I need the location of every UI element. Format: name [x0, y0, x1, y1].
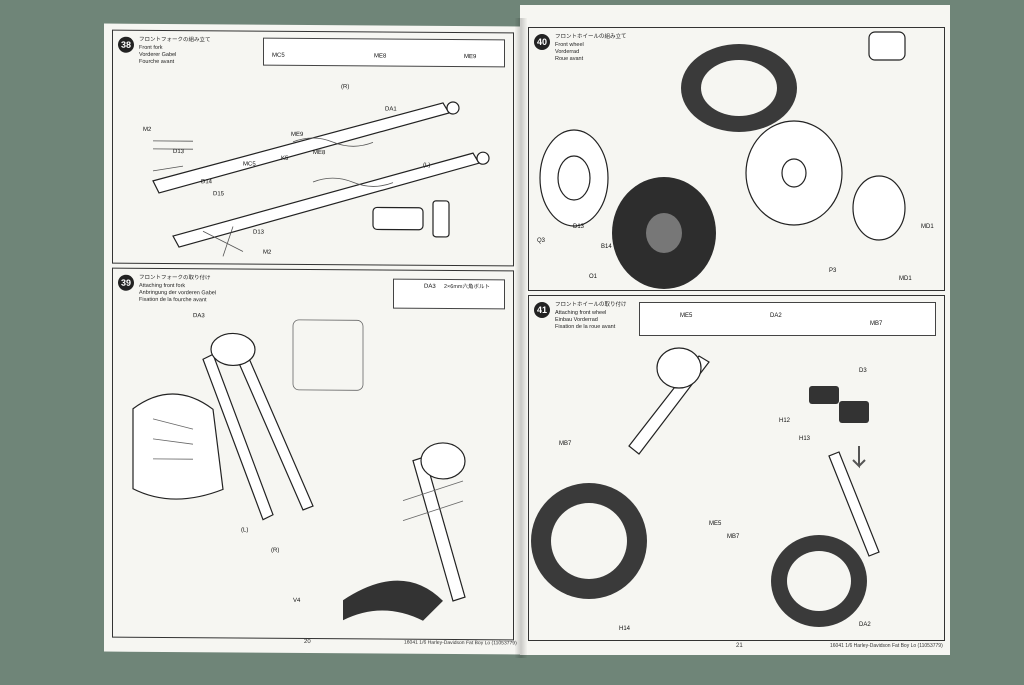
callout-label: DA3 [193, 313, 205, 320]
step-number-badge: 40 [534, 34, 550, 50]
callout-label: Q3 [537, 238, 546, 244]
page-footer: 16041 1/6 Harley-Davidson Fat Boy Lo (11… [830, 643, 943, 649]
callout-label: (R) [341, 84, 350, 91]
page-number: 21 [736, 643, 743, 649]
callout-label: D13 [253, 229, 265, 236]
callout-label: O1 [589, 274, 598, 280]
callout-label: D13 [573, 224, 585, 230]
callout-label: D13 [173, 149, 185, 156]
fork-diagram [152, 101, 490, 257]
wheel-diagram [539, 31, 906, 289]
left-manual-page: 38 フロントフォークの組み立て Front fork Vorderer Gab… [104, 23, 520, 655]
step-title-line: Front wheel [555, 42, 584, 48]
callout-label: D15 [213, 191, 225, 198]
callout-label: B14 [601, 244, 612, 250]
motorcycle-diagram [132, 319, 466, 621]
callout-label: H14 [619, 626, 631, 632]
step-title-jp: フロントホイールの取り付け [555, 302, 627, 308]
step-title-jp: フロントホイールの組み立て [555, 34, 627, 40]
callout-label: MB7 [727, 534, 740, 540]
callout-label: D3 [859, 368, 867, 374]
callout-label: P3 [829, 268, 837, 274]
callout-label: MD1 [921, 224, 934, 230]
callout-label: H13 [799, 436, 811, 442]
page-number: 20 [304, 638, 311, 645]
step-number-badge: 41 [534, 302, 550, 318]
callout-label: M2 [263, 249, 272, 256]
step-40-panel: 40 フロントホイールの組み立て Front wheel Vorderrad R… [528, 27, 945, 291]
page-footer: 16041 1/6 Harley-Davidson Fat Boy Lo (11… [404, 639, 517, 647]
callout-label: H12 [779, 418, 791, 424]
callout-label: ME5 [709, 521, 722, 527]
callout-label: M2 [143, 126, 152, 133]
front-wheel-install-diagram [531, 347, 880, 627]
callout-label: MD1 [899, 276, 912, 282]
callout-label: D14 [201, 179, 213, 186]
part-label: DA2 [770, 313, 782, 319]
parts-box: ME5 DA2 MB7 [639, 302, 936, 336]
book-gutter-shadow [515, 18, 527, 658]
step-title-line: Fixation de la roue avant [555, 324, 616, 330]
callout-label: K5 [281, 155, 289, 162]
callout-label: (L) [241, 527, 249, 534]
callout-label: ME8 [313, 150, 326, 157]
step-41-panel: 41 フロントホイールの取り付け Attaching front wheel E… [528, 295, 945, 641]
callout-label: V4 [293, 597, 301, 604]
step-38-panel: 38 フロントフォークの組み立て Front fork Vorderer Gab… [112, 29, 514, 267]
callout-label: DA1 [385, 106, 397, 113]
callout-label: DA2 [859, 622, 871, 628]
step-title-line: Attaching front wheel [555, 310, 607, 316]
right-manual-page: 40 フロントホイールの組み立て Front wheel Vorderrad R… [520, 5, 950, 655]
part-label: ME5 [680, 313, 693, 319]
step-title-line: Roue avant [555, 56, 584, 62]
step-39-panel: 39 フロントフォークの取り付け Attaching front fork An… [112, 267, 514, 641]
callout-label: (L) [423, 162, 431, 169]
part-label: MB7 [870, 321, 883, 327]
callout-label: MC5 [243, 161, 256, 168]
callout-label: MB7 [559, 441, 572, 447]
step-title-line: Vorderrad [555, 49, 580, 55]
callout-label: ME9 [291, 131, 304, 138]
callout-label: (R) [271, 547, 280, 554]
step-title-line: Einbau Vorderrad [555, 317, 598, 323]
